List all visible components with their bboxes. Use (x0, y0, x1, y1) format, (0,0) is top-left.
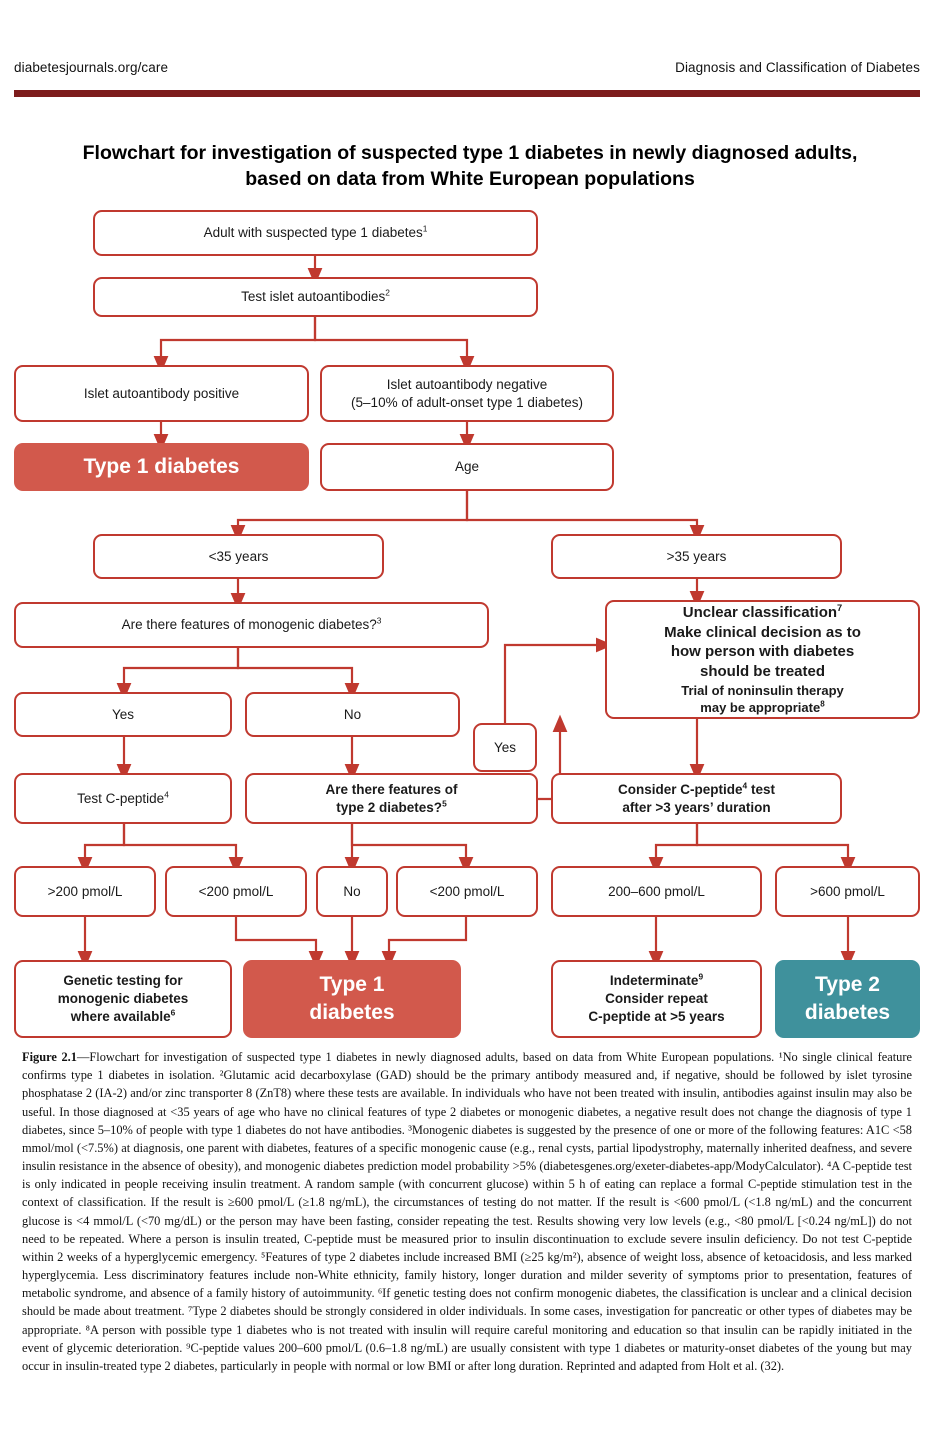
node-type2-bottom-line2: diabetes (804, 1001, 891, 1024)
node-type2-q-line1: Are there features of (325, 781, 458, 797)
node-under-200-pmol-b[interactable]: <200 pmol/L (396, 866, 538, 917)
footnote-marker-4a: 4 (164, 789, 169, 800)
figure-title: Flowchart for investigation of suspected… (70, 140, 870, 193)
node-under35-label: <35 years (208, 548, 269, 564)
node-unclear-line2: Make clinical decision as to (664, 623, 861, 641)
node-islet-autoantibody-negative[interactable]: Islet autoantibody negative (5–10% of ad… (320, 365, 614, 422)
node-type2-features-question[interactable]: Are there features of type 2 diabetes?5 (245, 773, 538, 824)
node-aab-positive-label: Islet autoantibody positive (83, 385, 240, 401)
footnote-marker-4b: 4 (742, 780, 748, 791)
node-over-600-pmol[interactable]: >600 pmol/L (775, 866, 920, 917)
node-unclear-line6: may be appropriate8 (700, 699, 825, 716)
node-consider-cpep-label: Consider C-peptide4 test after >3 years’… (618, 781, 775, 817)
footnote-marker-9: 9 (698, 971, 704, 982)
node-type-2-diabetes[interactable]: Type 2 diabetes (775, 960, 920, 1038)
node-type-1-diabetes-left[interactable]: Type 1 diabetes (14, 443, 309, 491)
node-yes-type2-features[interactable]: Yes (473, 723, 537, 772)
node-consider-cpep-line2: after >3 years’ duration (622, 799, 771, 815)
node-age[interactable]: Age (320, 443, 614, 491)
figure-caption: Figure 2.1—Flowchart for investigation o… (22, 1048, 912, 1375)
node-under-200-pmol-a[interactable]: <200 pmol/L (165, 866, 307, 917)
node-no-monogenic[interactable]: No (245, 692, 460, 737)
node-under-35-years[interactable]: <35 years (93, 534, 384, 579)
node-adult-suspected-label: Adult with suspected type 1 diabetes1 (203, 223, 428, 241)
node-yes-mid-label: Yes (493, 739, 517, 755)
footnote-marker-3: 3 (376, 615, 382, 626)
node-unclear-classification[interactable]: Unclear classification7 Make clinical de… (605, 600, 920, 719)
node-under200b-label: <200 pmol/L (429, 883, 505, 899)
node-indeterminate[interactable]: Indeterminate9 Consider repeat C-peptide… (551, 960, 762, 1038)
node-under200a-label: <200 pmol/L (198, 883, 274, 899)
footnote-marker-5: 5 (442, 798, 447, 808)
node-no-left-label: No (343, 706, 362, 722)
node-yes-left-label: Yes (111, 706, 135, 722)
footnote-marker-2: 2 (385, 287, 390, 298)
node-no-mid-label: No (343, 883, 361, 899)
node-type1-left-label: Type 1 diabetes (83, 455, 240, 479)
node-indeterminate-line1: Indeterminate9 (609, 971, 704, 989)
node-type2-bottom-line1: Type 2 (815, 973, 880, 997)
node-type-1-diabetes-bottom[interactable]: Type 1 diabetes (243, 960, 461, 1038)
node-200-600-pmol[interactable]: 200–600 pmol/L (551, 866, 762, 917)
node-range200600-label: 200–600 pmol/L (608, 883, 705, 899)
node-unclear-line3: how person with diabetes (670, 643, 855, 661)
node-age-label: Age (454, 459, 480, 475)
node-test-cpeptide-label: Test C-peptide4 (77, 789, 169, 806)
node-over200-label: >200 pmol/L (47, 883, 123, 899)
node-over600-label: >600 pmol/L (810, 883, 885, 899)
node-indeterminate-label: Indeterminate9 Consider repeat C-peptide… (588, 972, 724, 1025)
node-monogenic-q-label: Are there features of monogenic diabetes… (121, 615, 382, 633)
figure-title-line1: Flowchart for investigation of suspected… (82, 142, 687, 164)
node-genetic-line3: where available6 (70, 1007, 176, 1024)
node-test-islet-autoantibodies[interactable]: Test islet autoantibodies2 (93, 277, 538, 317)
journal-url: diabetesjournals.org/care (14, 59, 169, 75)
node-type2-q-line2: type 2 diabetes?5 (336, 798, 447, 815)
node-genetic-label: Genetic testing for monogenic diabetes w… (58, 972, 189, 1025)
footnote-marker-1: 1 (422, 223, 428, 234)
node-type1-bottom-line1: Type 1 (319, 973, 385, 997)
node-genetic-testing[interactable]: Genetic testing for monogenic diabetes w… (14, 960, 232, 1038)
header-rule (14, 90, 920, 97)
node-unclear-line4: should be treated (699, 663, 826, 681)
node-test-c-peptide[interactable]: Test C-peptide4 (14, 773, 232, 824)
figure-caption-label: Figure 2.1 (22, 1050, 77, 1064)
footnote-marker-6: 6 (170, 1007, 176, 1018)
node-indeterminate-line2: Consider repeat (605, 991, 708, 1007)
node-genetic-line1: Genetic testing for (63, 973, 183, 989)
node-type2-q-label: Are there features of type 2 diabetes?5 (325, 781, 457, 817)
node-over35-label: >35 years (666, 548, 727, 564)
node-consider-c-peptide-test[interactable]: Consider C-peptide4 test after >3 years’… (551, 773, 842, 824)
node-islet-autoantibody-positive[interactable]: Islet autoantibody positive (14, 365, 309, 422)
node-adult-suspected[interactable]: Adult with suspected type 1 diabetes1 (93, 210, 538, 256)
node-test-islet-label: Test islet autoantibodies2 (241, 287, 390, 305)
running-head: diabetesjournals.org/care Diagnosis and … (0, 56, 934, 78)
node-aab-negative-label: Islet autoantibody negative (5–10% of ad… (351, 376, 583, 412)
node-unclear-line5: Trial of noninsulin therapy (681, 682, 844, 698)
node-monogenic-features-question[interactable]: Are there features of monogenic diabetes… (14, 602, 489, 648)
node-unclear-line1: Unclear classification7 (682, 602, 843, 621)
figure-caption-body: —Flowchart for investigation of suspecte… (22, 1050, 912, 1373)
node-indeterminate-line3: C-peptide at >5 years (588, 1008, 725, 1024)
footnote-marker-7: 7 (837, 602, 843, 613)
node-genetic-line2: monogenic diabetes (57, 991, 189, 1007)
node-type1-bottom-line2: diabetes (309, 1001, 395, 1024)
node-over-200-pmol[interactable]: >200 pmol/L (14, 866, 156, 917)
section-title: Diagnosis and Classification of Diabetes (675, 59, 920, 75)
node-aab-negative-line2: (5–10% of adult-onset type 1 diabetes) (351, 394, 583, 410)
node-no-type2-features[interactable]: No (316, 866, 388, 917)
figure-title-line2: diagnosed adults, based on data from Whi… (245, 142, 858, 191)
flowchart-connectors (77, 256, 856, 969)
node-aab-negative-line1: Islet autoantibody negative (386, 376, 548, 392)
node-consider-cpep-line1: Consider C-peptide4 test (618, 780, 775, 797)
footnote-marker-8: 8 (820, 699, 825, 709)
node-over-35-years[interactable]: >35 years (551, 534, 842, 579)
node-yes-monogenic[interactable]: Yes (14, 692, 232, 737)
